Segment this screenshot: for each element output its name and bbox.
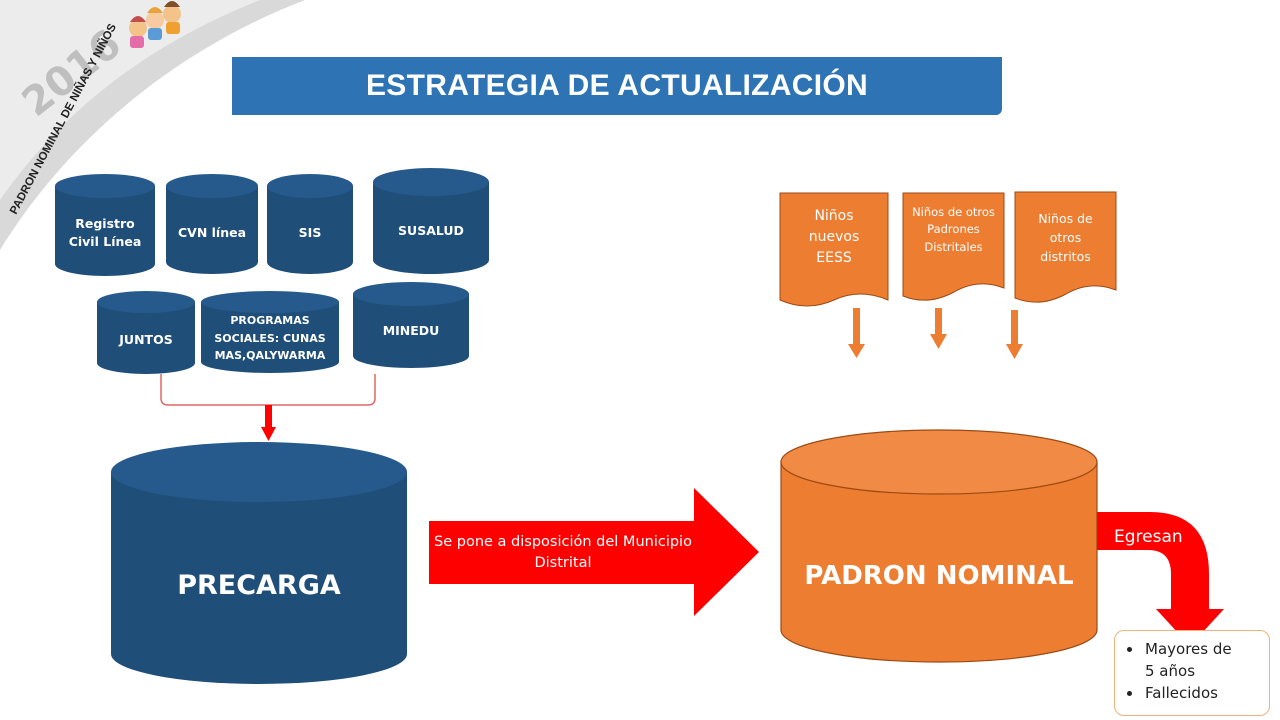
arrow-text: Se pone a disposición del Municipio Dist… <box>434 534 692 572</box>
cylinder-precarga <box>111 442 407 684</box>
cylinder-sis <box>267 174 353 274</box>
doc-otros-distritos <box>1014 191 1117 303</box>
right-arrow-red <box>429 488 759 616</box>
down-arrow-orange-3 <box>1006 310 1023 359</box>
label-padron: PADRON NOMINAL <box>804 561 1074 591</box>
cylinder-programas <box>201 291 339 373</box>
label-ninos-nuevos: Niños nuevos EESS <box>808 208 860 266</box>
down-arrow-orange-2 <box>930 308 947 349</box>
label-programas: PROGRAMAS SOCIALES: CUNAS MAS,QALYWARMA <box>214 314 326 363</box>
label-sis: SIS <box>298 225 322 240</box>
label-susalud: SUSALUD <box>398 223 464 238</box>
egresan-item-fallecidos: Fallecidos <box>1143 683 1269 705</box>
cylinder-cvn <box>166 174 258 274</box>
egresan-item-mayores: Mayores de 5 años <box>1143 639 1237 683</box>
label-otros-distritos: Niños de otros distritos <box>1038 211 1093 264</box>
cylinder-registro-civil <box>55 174 155 276</box>
egresan-box: Mayores de 5 años Fallecidos <box>1114 630 1270 716</box>
page-title: ESTRATEGIA DE ACTUALIZACIÓN <box>366 69 868 102</box>
label-otros-padrones: Niños de otros Padrones Distritales <box>912 205 995 254</box>
label-juntos: JUNTOS <box>119 332 173 347</box>
cylinder-padron <box>780 429 1098 663</box>
egresan-list: Mayores de 5 años Fallecidos <box>1115 639 1269 704</box>
cylinder-susalud <box>373 168 489 274</box>
label-cvn: CVN línea <box>177 225 247 240</box>
corner-swoosh-light <box>0 0 260 200</box>
cylinder-minedu <box>353 282 469 368</box>
doc-otros-padrones <box>902 192 1005 301</box>
label-precarga: PRECARGA <box>177 570 341 601</box>
doc-ninos-nuevos <box>779 192 889 307</box>
down-arrow-orange-1 <box>848 308 865 358</box>
egresan-label: Egresan <box>1114 527 1183 547</box>
down-arrow-red <box>261 405 276 441</box>
kids-icon <box>129 1 181 48</box>
cylinder-juntos <box>97 291 195 374</box>
title-bar: ESTRATEGIA DE ACTUALIZACIÓN <box>232 57 1002 115</box>
label-minedu: MINEDU <box>382 323 440 338</box>
label-registro-civil: Registro Civil Línea <box>68 216 142 250</box>
sources-bracket <box>160 374 376 406</box>
egresan-arrow <box>1097 512 1224 646</box>
